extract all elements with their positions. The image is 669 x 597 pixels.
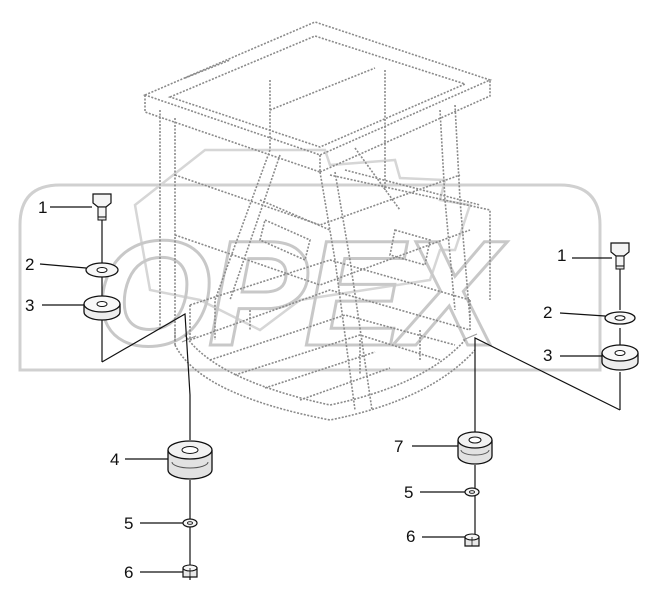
right-rubber-mount-icon	[457, 431, 493, 465]
left-leader-to-frame	[101, 312, 191, 396]
callout-right-2: 2	[543, 303, 552, 322]
callout-right-7: 7	[394, 437, 403, 456]
callout-left-5: 5	[124, 514, 133, 533]
callout-left-3: 3	[25, 296, 34, 315]
left-callouts: 1 2 3 4 5 6	[25, 198, 183, 582]
callout-left-4: 4	[110, 450, 119, 469]
right-washer-icon	[604, 311, 636, 325]
right-lower-washer-icon	[464, 487, 480, 497]
callout-left-2: 2	[25, 255, 34, 274]
left-rubber-mount-icon	[167, 440, 213, 480]
callout-right-3: 3	[543, 346, 552, 365]
watermark: OPEX	[18, 148, 602, 379]
callout-left-6: 6	[124, 563, 133, 582]
cab-frame	[142, 21, 493, 421]
right-nut-icon	[464, 533, 480, 547]
right-spacer-icon	[601, 344, 639, 371]
right-bolt-icon	[610, 242, 630, 270]
left-lower-washer-icon	[182, 518, 198, 528]
callout-right-6: 6	[406, 527, 415, 546]
right-mount-stack	[457, 242, 639, 547]
callout-right-5: 5	[404, 483, 413, 502]
right-callouts: 1 2 3 7 5 6	[394, 246, 612, 546]
left-bolt-icon	[92, 193, 112, 221]
left-washer-icon	[85, 262, 119, 278]
left-mount-stack	[83, 193, 213, 580]
watermark-text: OPEX	[95, 209, 508, 377]
callout-left-1: 1	[38, 198, 47, 217]
left-nut-icon	[182, 564, 198, 578]
right-leader-to-frame	[474, 337, 621, 432]
callout-right-1: 1	[557, 246, 566, 265]
left-spacer-icon	[83, 295, 121, 321]
